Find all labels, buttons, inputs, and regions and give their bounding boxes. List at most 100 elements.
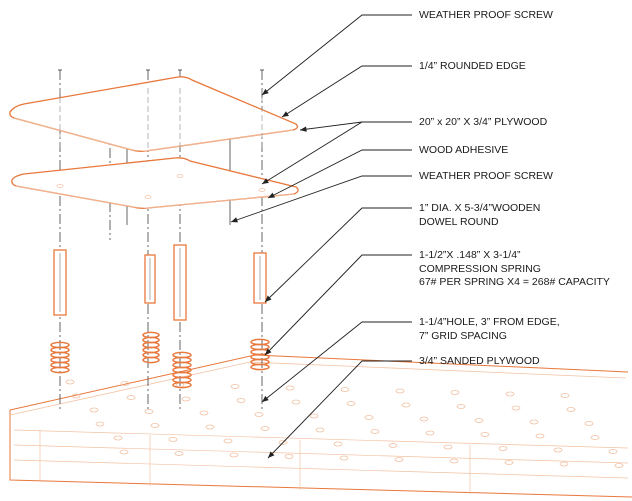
leader-line xyxy=(267,360,412,459)
label-line: 1/4” ROUNDED EDGE xyxy=(419,60,526,72)
base-hole xyxy=(71,393,81,399)
plywood-plates xyxy=(9,76,299,209)
base-hole xyxy=(95,421,105,427)
label-hole-spacing: 1-1/4”HOLE, 3” FROM EDGE, 7” GRID SPACIN… xyxy=(419,316,560,343)
label-compression-spring: 1-1/2”X .148” X 3-1/4” COMPRESSION SPRIN… xyxy=(419,249,610,290)
sanded-plywood-base xyxy=(9,354,632,498)
base-hole xyxy=(181,396,191,402)
base-hole xyxy=(395,388,405,394)
base-hole xyxy=(113,435,123,441)
label-dowel: 1” DIA. X 5-3/4”WOODEN DOWEL ROUND xyxy=(419,202,540,229)
leader-line xyxy=(267,149,412,199)
label-rounded-edge: 1/4” ROUNDED EDGE xyxy=(419,60,526,74)
leader-line xyxy=(264,207,412,303)
plate-screw-hole xyxy=(258,188,266,192)
base-hole xyxy=(535,433,545,439)
leader-lines xyxy=(230,14,412,459)
base-hole xyxy=(309,413,319,419)
base-hole xyxy=(498,446,508,451)
base-hole xyxy=(236,398,246,403)
base-hole xyxy=(340,387,350,392)
base-hole xyxy=(511,405,521,411)
leader-arrowhead xyxy=(300,126,307,132)
compression-springs xyxy=(50,331,270,389)
base-hole xyxy=(370,429,380,434)
base-hole xyxy=(291,399,301,405)
label-line: 1-1/2”X .148” X 3-1/4” xyxy=(419,249,521,261)
leader-line xyxy=(261,14,412,96)
base-hole xyxy=(333,441,343,447)
base-hole xyxy=(339,455,349,461)
label-weather-proof-screw-lower: WEATHER PROOF SCREW xyxy=(419,170,553,184)
base-hole xyxy=(590,435,600,440)
base-hole xyxy=(504,460,514,465)
leader-arrowhead xyxy=(282,111,289,117)
leader-arrowhead xyxy=(265,348,272,355)
leader-line xyxy=(281,65,412,118)
base-hole xyxy=(364,415,374,420)
label-line: WEATHER PROOF SCREW xyxy=(419,170,553,182)
spring-coil xyxy=(250,363,270,371)
base-hole xyxy=(315,427,325,433)
label-weather-proof-screw-top: WEATHER PROOF SCREW xyxy=(419,9,553,23)
label-line: 1-1/4”HOLE, 3” FROM EDGE, xyxy=(419,316,560,328)
base-hole xyxy=(260,426,270,431)
base-hole xyxy=(560,393,570,398)
base-hole xyxy=(144,409,154,414)
base-hole xyxy=(608,449,618,454)
base-hole xyxy=(553,447,563,453)
label-line: DOWEL ROUND xyxy=(419,215,499,228)
plate-screw-hole xyxy=(56,184,64,188)
label-line: 7” GRID SPACING xyxy=(419,329,507,342)
spring-coil xyxy=(50,366,70,374)
base-hole xyxy=(456,404,466,409)
leader-arrowhead xyxy=(262,395,269,402)
base-hole xyxy=(505,391,515,397)
base-top-edge xyxy=(9,361,627,416)
top-plywood-plate xyxy=(9,76,299,152)
base-hole xyxy=(230,384,240,389)
label-plywood-top: 20” x 20” X 3/4” PLYWOOD xyxy=(419,116,547,130)
plate-screw-hole xyxy=(144,195,152,199)
base-hole xyxy=(566,407,576,412)
base-hole xyxy=(401,402,411,408)
spring-coil xyxy=(172,381,192,389)
base-hole xyxy=(614,463,624,468)
label-wood-adhesive: WOOD ADHESIVE xyxy=(419,144,508,158)
base-hole xyxy=(443,444,453,450)
label-line: WOOD ADHESIVE xyxy=(419,144,509,156)
leader-arrowhead xyxy=(231,217,238,223)
base-hole xyxy=(559,461,569,467)
base-hole xyxy=(449,458,459,464)
top-plate-edge xyxy=(13,117,294,152)
base-hole xyxy=(229,452,239,458)
base-hole xyxy=(254,412,264,417)
leader-line xyxy=(230,175,412,223)
label-line: 20” x 20” X 3/4” PLYWOOD xyxy=(419,116,548,128)
base-hole xyxy=(120,381,130,386)
base-hole xyxy=(388,443,398,448)
label-line: 3/4” SANDED PLYWOOD xyxy=(419,355,540,367)
label-sanded-plywood: 3/4” SANDED PLYWOOD xyxy=(419,355,540,369)
label-line: 1” DIA. X 5-3/4”WOODEN xyxy=(419,202,541,214)
leader-arrowhead xyxy=(262,88,269,95)
label-line: 67# PER SPRING X4 = 268# CAPACITY xyxy=(419,276,610,288)
base-hole xyxy=(223,438,233,444)
base-hole xyxy=(174,451,184,456)
base-hole xyxy=(419,416,429,422)
wooden-dowels xyxy=(53,244,267,321)
leader-arrowhead xyxy=(268,192,275,198)
leader-line xyxy=(261,321,412,403)
base-hole xyxy=(126,395,136,400)
leader-line xyxy=(261,121,412,185)
base-hole xyxy=(284,454,294,459)
base-hole xyxy=(450,390,460,395)
base-frame-lines xyxy=(39,430,471,494)
plate-screw-hole xyxy=(176,174,184,178)
base-hole xyxy=(278,440,288,445)
base-hole xyxy=(150,423,160,428)
base-hole xyxy=(425,430,435,436)
base-hole xyxy=(168,437,178,442)
